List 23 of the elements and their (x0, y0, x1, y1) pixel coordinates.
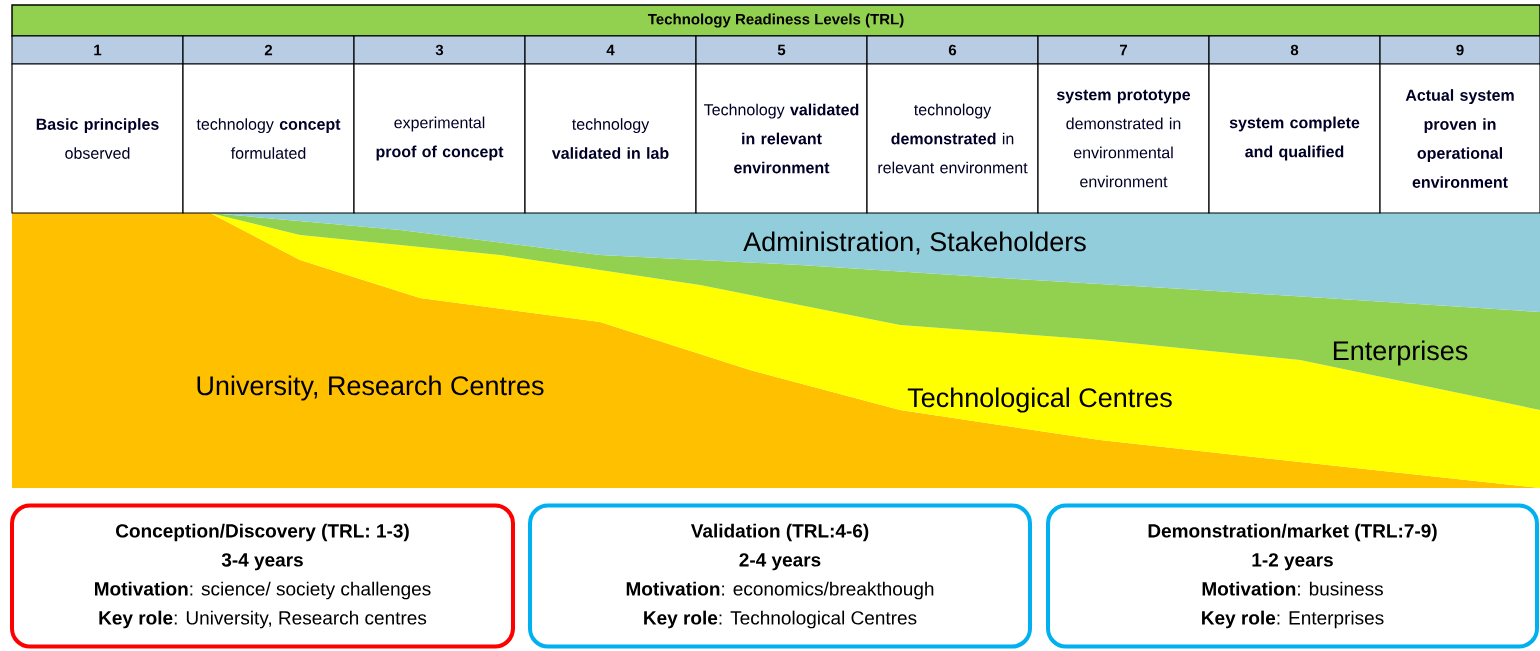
level-description: experimental proof of concept (353, 63, 526, 214)
phase-box: Conception/Discovery (TRL: 1-3) 3-4 years Motivation: science/ society challenges Key role: University, Research centres (10, 503, 515, 649)
level-number: 7 (1037, 35, 1210, 65)
level-description: system complete and qualified (1208, 63, 1381, 214)
level-number: 2 (182, 35, 355, 65)
level-number: 8 (1208, 35, 1381, 65)
level-number: 6 (866, 35, 1039, 65)
level-number: 5 (695, 35, 868, 65)
level-description: system prototype demonstrated in environmental environment (1037, 63, 1210, 214)
level-description: technology validated in lab (524, 63, 697, 214)
level-number: 3 (353, 35, 526, 65)
level-description: Technology validated in relevant environment (695, 63, 868, 214)
phase-box: Validation (TRL:4-6) 2-4 years Motivation: economics/breakthough Key role: Technological Centres (528, 503, 1032, 649)
level-description: Basic principles observed (11, 63, 184, 214)
level-description: technology demonstrated in relevant environment (866, 63, 1039, 214)
phase-box: Demonstration/market (TRL:7-9) 1-2 years Motivation: business Key role: Enterprises (1046, 503, 1539, 649)
level-number: 4 (524, 35, 697, 65)
level-description: technology concept formulated (182, 63, 355, 214)
level-number: 9 (1379, 35, 1540, 65)
table-title: Technology Readiness Levels (TRL) (11, 4, 1540, 37)
band-area: Administration, Stakeholders (210, 213, 1540, 312)
level-description: Actual system proven in operational environment (1379, 63, 1540, 214)
level-number: 1 (11, 35, 184, 65)
